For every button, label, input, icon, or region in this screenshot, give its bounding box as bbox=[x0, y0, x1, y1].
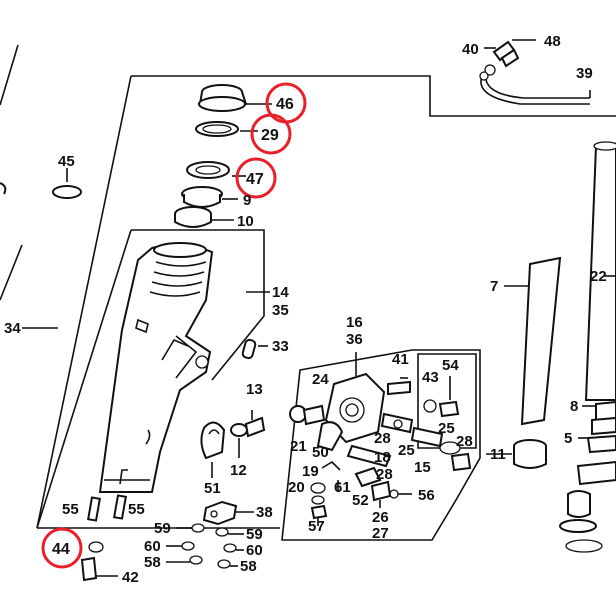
label-58a: 58 bbox=[144, 554, 161, 571]
highlight-44 bbox=[41, 527, 83, 569]
label-40: 40 bbox=[462, 41, 479, 58]
label-47: 47 bbox=[246, 171, 264, 188]
label-28a: 28 bbox=[374, 430, 391, 447]
hose-assembly bbox=[479, 39, 591, 105]
part-labels: 48 40 39 46 29 47 9 10 45 34 14 35 33 13… bbox=[4, 33, 607, 586]
cap-stack bbox=[174, 84, 272, 228]
label-44: 44 bbox=[52, 541, 70, 558]
label-38: 38 bbox=[256, 504, 273, 521]
label-48: 48 bbox=[544, 33, 561, 50]
label-55a: 55 bbox=[62, 501, 79, 518]
label-24: 24 bbox=[312, 371, 329, 388]
label-9: 9 bbox=[243, 192, 251, 209]
label-12: 12 bbox=[230, 462, 247, 479]
edge-part-left bbox=[0, 182, 7, 195]
highlight-29 bbox=[250, 113, 292, 155]
label-52: 52 bbox=[352, 492, 369, 509]
label-18: 18 bbox=[374, 449, 391, 466]
label-20: 20 bbox=[288, 479, 305, 496]
label-35: 35 bbox=[272, 302, 289, 319]
label-45: 45 bbox=[58, 153, 75, 170]
label-15: 15 bbox=[414, 459, 431, 476]
label-25b: 25 bbox=[438, 420, 455, 437]
label-29: 29 bbox=[261, 127, 279, 144]
label-42: 42 bbox=[122, 569, 139, 586]
label-22: 22 bbox=[590, 268, 607, 285]
label-27: 27 bbox=[372, 525, 389, 542]
center-small-parts bbox=[166, 291, 270, 569]
label-55b: 55 bbox=[128, 501, 145, 518]
label-28c: 28 bbox=[456, 433, 473, 450]
frame-lines bbox=[0, 44, 616, 529]
label-19: 19 bbox=[302, 463, 319, 480]
label-50: 50 bbox=[312, 444, 329, 461]
label-51: 51 bbox=[204, 480, 221, 497]
oring-45 bbox=[52, 168, 82, 199]
label-46: 46 bbox=[276, 96, 294, 113]
label-33: 33 bbox=[272, 338, 289, 355]
label-21: 21 bbox=[290, 438, 307, 455]
valve-block bbox=[281, 349, 481, 541]
label-59b: 59 bbox=[246, 526, 263, 543]
label-13: 13 bbox=[246, 381, 263, 398]
label-28b: 28 bbox=[376, 466, 393, 483]
label-61: 61 bbox=[334, 479, 351, 496]
label-56: 56 bbox=[418, 487, 435, 504]
label-36b: 36 bbox=[346, 331, 363, 348]
label-14: 14 bbox=[272, 284, 289, 301]
label-16: 16 bbox=[346, 314, 363, 331]
label-60b: 60 bbox=[246, 542, 263, 559]
label-54: 54 bbox=[442, 357, 459, 374]
label-10: 10 bbox=[237, 213, 254, 230]
label-58b: 58 bbox=[240, 558, 257, 575]
fork-tubes-right bbox=[486, 141, 616, 553]
label-26: 26 bbox=[372, 509, 389, 526]
fork-slider bbox=[98, 242, 214, 493]
highlight-47 bbox=[235, 157, 277, 199]
label-60a: 60 bbox=[144, 538, 161, 555]
label-43: 43 bbox=[422, 369, 439, 386]
label-57: 57 bbox=[308, 518, 325, 535]
label-5: 5 bbox=[564, 430, 572, 447]
label-11: 11 bbox=[490, 446, 506, 463]
bottom-left-bolts bbox=[80, 494, 128, 582]
label-25a: 25 bbox=[398, 442, 415, 459]
label-39: 39 bbox=[576, 65, 593, 82]
label-7: 7 bbox=[490, 278, 498, 295]
label-8: 8 bbox=[570, 398, 578, 415]
label-41: 41 bbox=[392, 351, 409, 368]
label-34: 34 bbox=[4, 320, 21, 337]
highlight-circles bbox=[41, 82, 307, 569]
label-59a: 59 bbox=[154, 520, 171, 537]
